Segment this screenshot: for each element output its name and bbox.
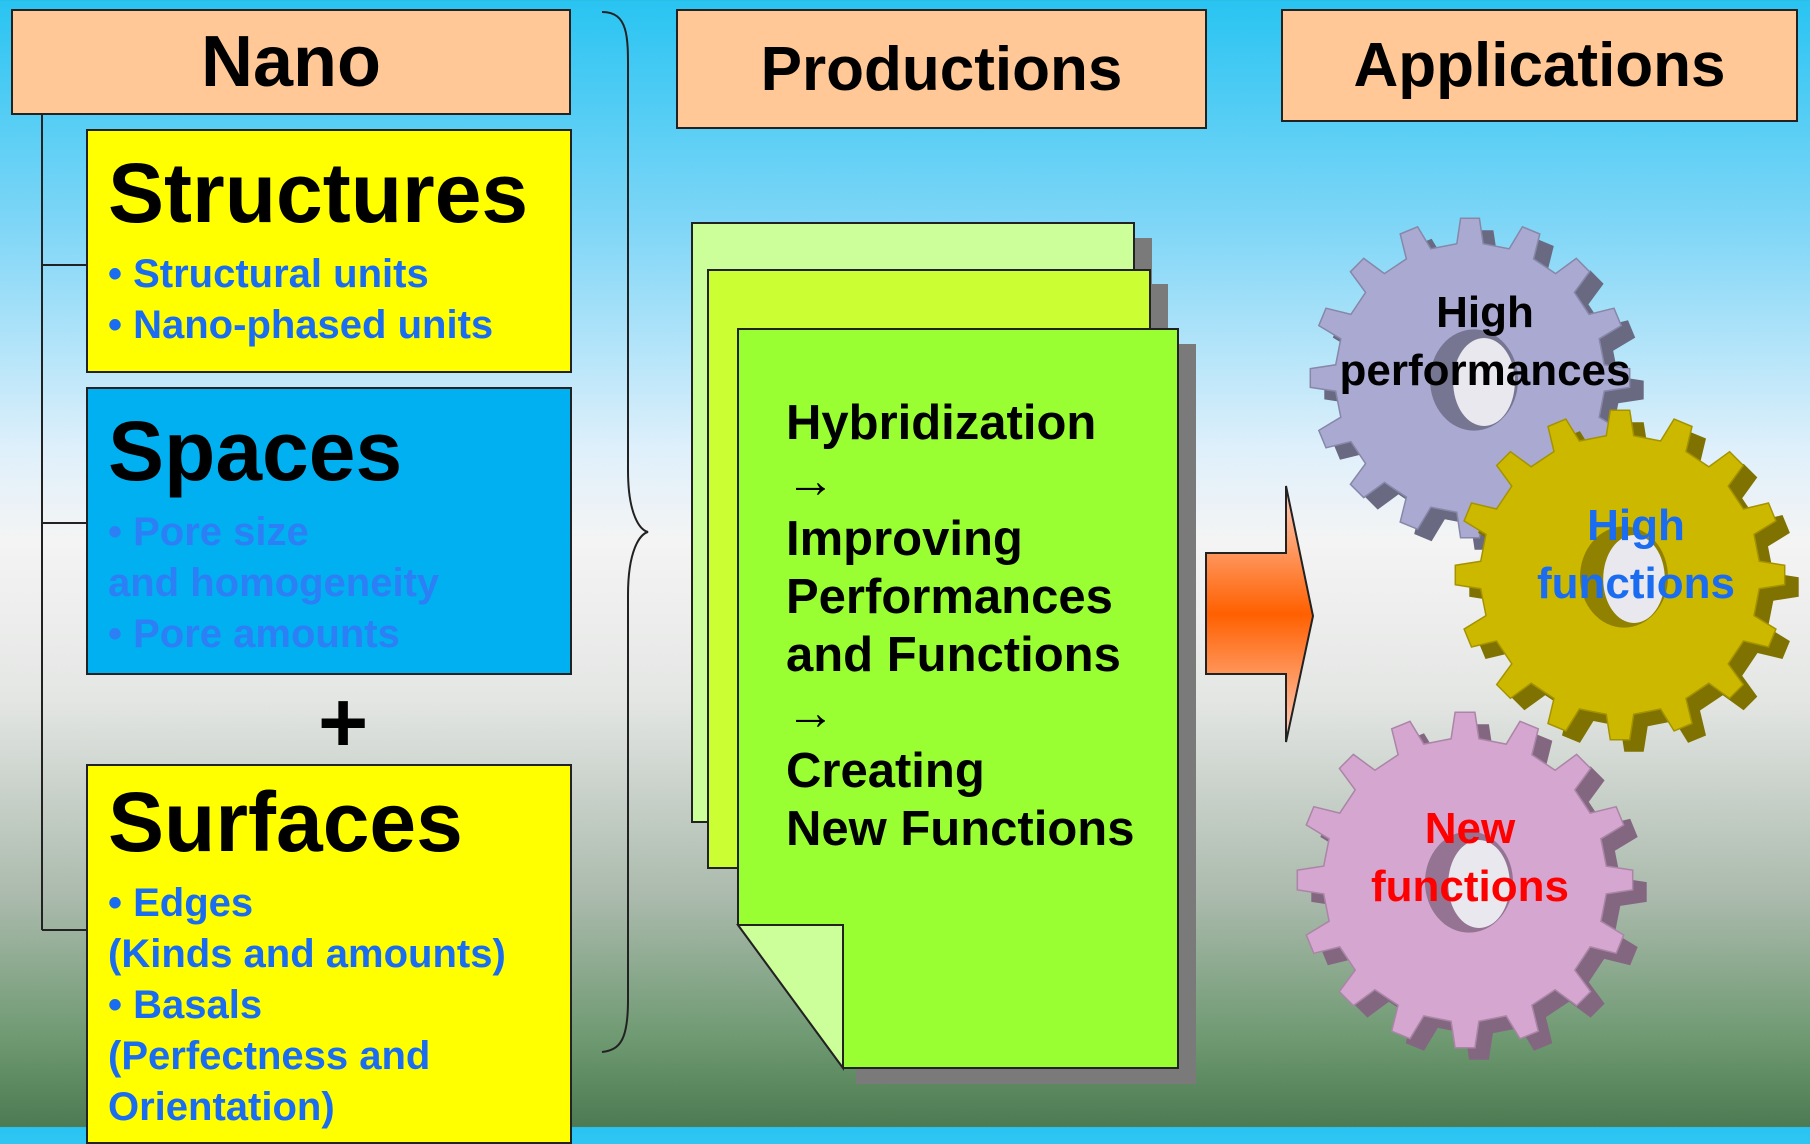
plus-sign: + <box>318 675 369 771</box>
gear-high-performances <box>1309 217 1644 550</box>
spaces-title: Spaces <box>108 404 403 498</box>
surfaces-item: • Edges <box>108 881 254 925</box>
applications-header: Applications <box>1281 9 1798 122</box>
gear-label-line: New <box>1424 804 1516 853</box>
grouping-brace <box>601 11 649 1053</box>
gear-label-line: High <box>1587 501 1685 550</box>
gear-label-line: functions <box>1537 559 1735 608</box>
prod-line-improving: Improving <box>786 512 1023 566</box>
structures-title: Structures <box>108 146 529 240</box>
prod-line-arrow: → <box>786 454 835 508</box>
surfaces-item: (Perfectness and <box>108 1034 431 1078</box>
productions-header: Productions <box>676 9 1207 129</box>
prod-line-and-functions: and Functions <box>786 628 1121 682</box>
page-fold <box>736 924 844 1072</box>
prod-line-hybridization: Hybridization <box>786 396 1097 450</box>
productions-text: Hybridization → Improving Performances a… <box>786 394 1134 858</box>
surfaces-box: Surfaces • Edges (Kinds and amounts) • B… <box>86 764 572 1144</box>
gear-label-high-functions: High functions <box>1486 497 1786 613</box>
spaces-item: and homogeneity <box>108 561 440 605</box>
gear-high-functions <box>1454 409 1799 752</box>
structures-item: • Nano-phased units <box>108 303 494 347</box>
prod-line-arrow: → <box>786 686 835 740</box>
gear-label-line: High <box>1436 288 1534 337</box>
gear-label-high-performances: High performances <box>1300 284 1670 400</box>
gear-label-new-functions: New functions <box>1320 800 1620 916</box>
surfaces-item: • Basals <box>108 983 263 1027</box>
gear-new-functions <box>1296 711 1647 1060</box>
prod-line-creating: Creating <box>786 744 985 798</box>
surfaces-item: (Kinds and amounts) <box>108 932 506 976</box>
gear-label-line: functions <box>1371 862 1569 911</box>
spaces-item: • Pore size <box>108 510 309 554</box>
surfaces-title: Surfaces <box>108 775 463 869</box>
spaces-item: • Pore amounts <box>108 612 400 656</box>
prod-line-new-functions: New Functions <box>786 802 1135 856</box>
gear-label-line: performances <box>1339 346 1631 395</box>
structures-item: • Structural units <box>108 252 429 296</box>
right-arrow <box>1205 485 1315 743</box>
nano-header: Nano <box>11 9 571 115</box>
prod-line-performances: Performances <box>786 570 1113 624</box>
surfaces-item: Orientation) <box>108 1085 335 1129</box>
structures-box: Structures • Structural units • Nano-pha… <box>86 129 572 373</box>
spaces-box: Spaces • Pore size and homogeneity • Por… <box>86 387 572 675</box>
productions-front-page <box>737 328 1179 1069</box>
